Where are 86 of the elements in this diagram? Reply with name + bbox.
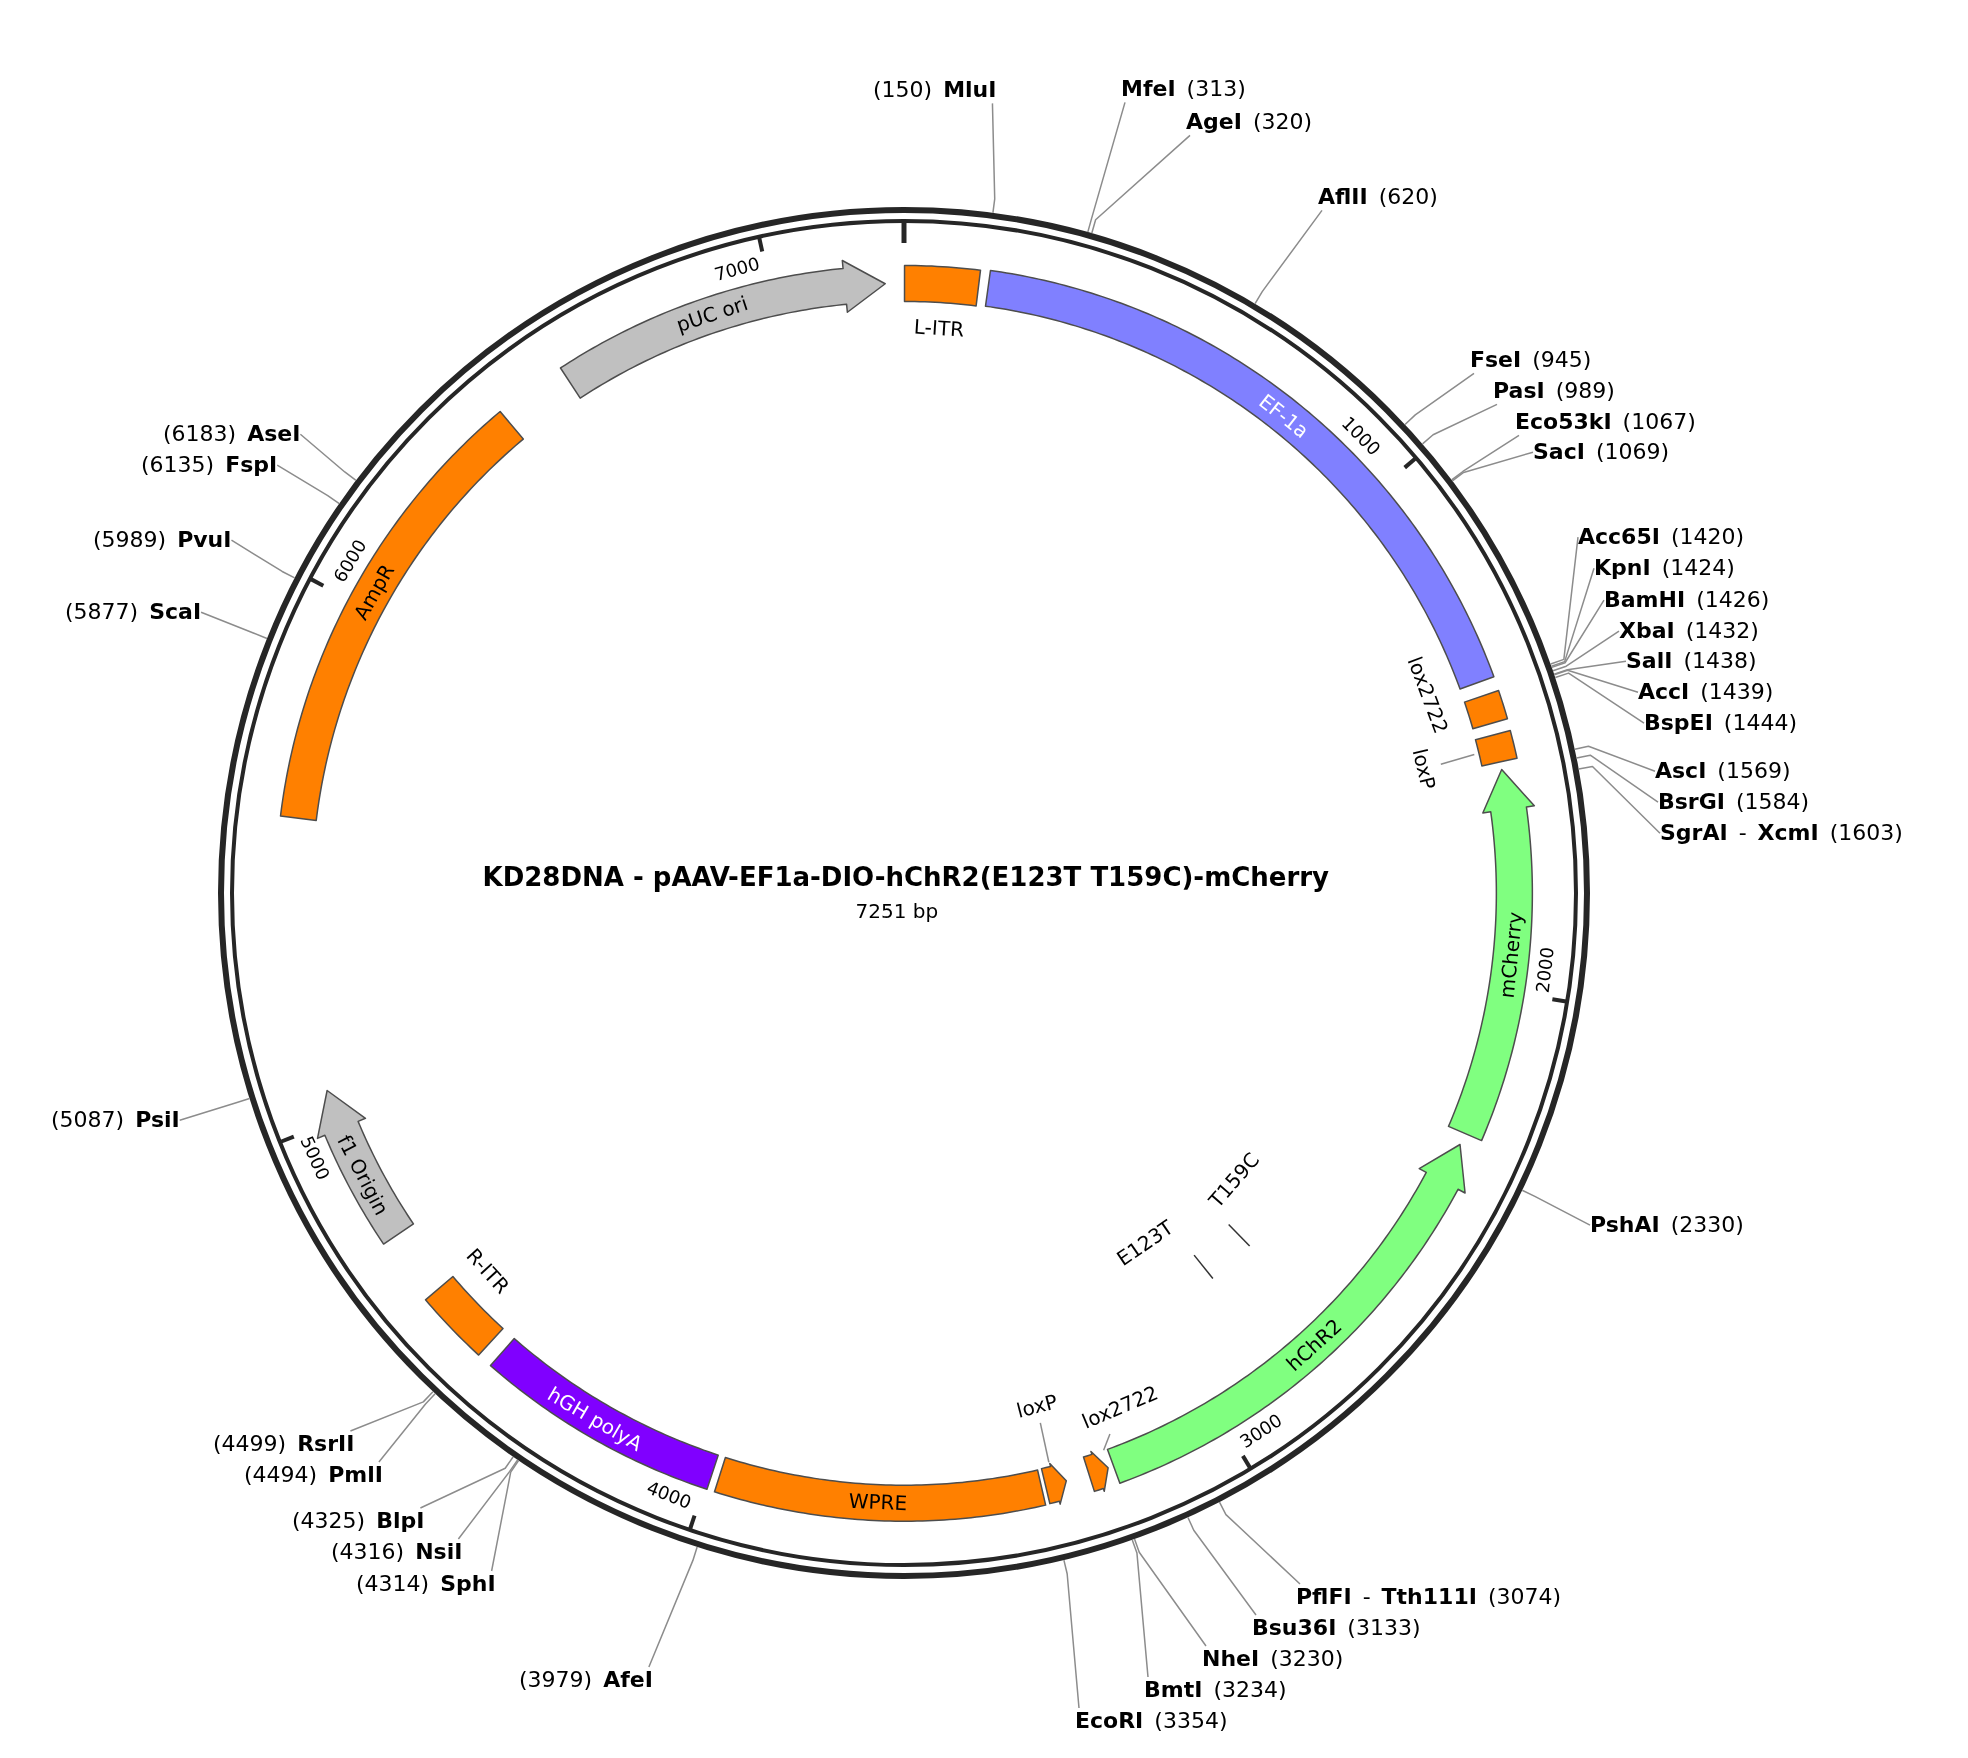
- site-label: KpnI (1424): [1594, 555, 1735, 582]
- site-label: (4494) PmlI: [244, 1462, 383, 1489]
- site-label: BmtI (3234): [1144, 1677, 1287, 1704]
- leader-line: [1574, 745, 1656, 772]
- leader-line: [1554, 672, 1645, 724]
- site-label: Bsu36I (3133): [1252, 1615, 1421, 1642]
- site-label: BamHI (1426): [1604, 587, 1770, 614]
- leader-line: [1551, 599, 1605, 669]
- sequence-length: 7251 bp: [855, 899, 939, 923]
- site-label: (4499) RsrII: [213, 1431, 355, 1458]
- feature-label: loxP: [1013, 1389, 1060, 1423]
- feature-label: L-ITR: [912, 314, 965, 342]
- tick-label: 7000: [712, 252, 763, 286]
- leader-line: [1451, 451, 1534, 482]
- site-label: AscI (1569): [1655, 758, 1791, 785]
- site-label: (4316) NsiI: [331, 1539, 463, 1566]
- leader-line: [378, 1393, 436, 1463]
- leader-line: [1553, 669, 1639, 693]
- leader-line: [457, 1459, 519, 1540]
- leader-line: [1091, 134, 1191, 234]
- leader-line: [1521, 1189, 1591, 1226]
- leader-line: [1577, 765, 1661, 834]
- site-label: SacI (1069): [1533, 439, 1670, 466]
- site-label: (5989) PvuI: [93, 527, 232, 554]
- leader-line: [200, 611, 268, 640]
- site-label: BsrGI (1584): [1658, 789, 1810, 816]
- tick-label: 5000: [295, 1132, 335, 1184]
- leader-line: [991, 102, 996, 214]
- feature-label: f1 Origin: [332, 1130, 394, 1219]
- leader-line: [1421, 403, 1498, 445]
- site-label: SalI (1438): [1626, 648, 1757, 675]
- leader-line: [490, 1459, 520, 1572]
- leader-line: [1254, 209, 1323, 305]
- leader-line: [1440, 753, 1476, 765]
- feature-label: pUC ori: [673, 290, 752, 337]
- leader-line: [1404, 372, 1475, 426]
- feature-label: loxP: [1408, 746, 1441, 792]
- tick-label: 2000: [1532, 945, 1559, 994]
- site-label: NheI (3230): [1202, 1646, 1344, 1673]
- leader-line: [1039, 1422, 1050, 1463]
- site-label: (5087) PsiI: [51, 1107, 180, 1134]
- leader-line: [648, 1546, 698, 1668]
- site-label: (4314) SphI: [356, 1571, 496, 1598]
- leader-line: [299, 433, 357, 482]
- leader-line: [1549, 536, 1579, 665]
- site-label: MfeI (313): [1121, 76, 1246, 103]
- site-label: (6183) AseI: [163, 421, 301, 448]
- leader-line: [1087, 101, 1126, 233]
- site-label: XbaI (1432): [1619, 618, 1759, 645]
- site-label: Eco53kI (1067): [1515, 409, 1696, 436]
- leader-line: [1550, 567, 1595, 667]
- site-label: PshAI (2330): [1590, 1212, 1744, 1239]
- leader-line: [1187, 1516, 1257, 1616]
- feature-label: mCherry: [1494, 910, 1528, 999]
- leader-line: [1575, 754, 1659, 803]
- map-title: KD28DNA - pAAV-EF1a-DIO-hChR2(E123T T159C)-mCherry: [482, 861, 1330, 893]
- site-label: (3979) AfeI: [519, 1667, 653, 1694]
- leader-line: [1553, 660, 1627, 675]
- leader-line: [1063, 1559, 1080, 1709]
- site-label: Acc65I (1420): [1578, 524, 1745, 551]
- site-label: (5877) ScaI: [65, 599, 202, 626]
- site-label: AccI (1439): [1638, 679, 1774, 706]
- leader-line: [419, 1456, 514, 1509]
- feature-label: WPRE: [848, 1489, 909, 1516]
- leader-line: [178, 1097, 251, 1121]
- site-label: BspEI (1444): [1644, 710, 1797, 737]
- leader-line: [1131, 1539, 1149, 1678]
- site-label: PasI (989): [1493, 378, 1615, 405]
- leader-line: [349, 1390, 434, 1432]
- leader-line: [276, 464, 340, 505]
- site-label: (4325) BlpI: [292, 1508, 425, 1535]
- site-label: AflII (620): [1318, 184, 1438, 211]
- site-label: PflFI - Tth111I (3074): [1296, 1584, 1562, 1611]
- site-label: EcoRI (3354): [1075, 1708, 1228, 1735]
- leader-line: [1133, 1538, 1207, 1647]
- tick-label: 4000: [643, 1476, 694, 1513]
- leader-line: [1102, 1433, 1111, 1451]
- site-label: AgeI (320): [1186, 109, 1313, 136]
- site-label: FseI (945): [1470, 347, 1592, 374]
- site-label: SgrAI - XcmI (1603): [1660, 820, 1903, 847]
- leader-line: [1552, 630, 1620, 672]
- site-label: (6135) FspI: [141, 452, 278, 479]
- leader-line: [1218, 1501, 1301, 1585]
- leader-line: [230, 539, 296, 579]
- leader-line: [1450, 434, 1520, 481]
- site-label: (150) MluI: [873, 77, 997, 104]
